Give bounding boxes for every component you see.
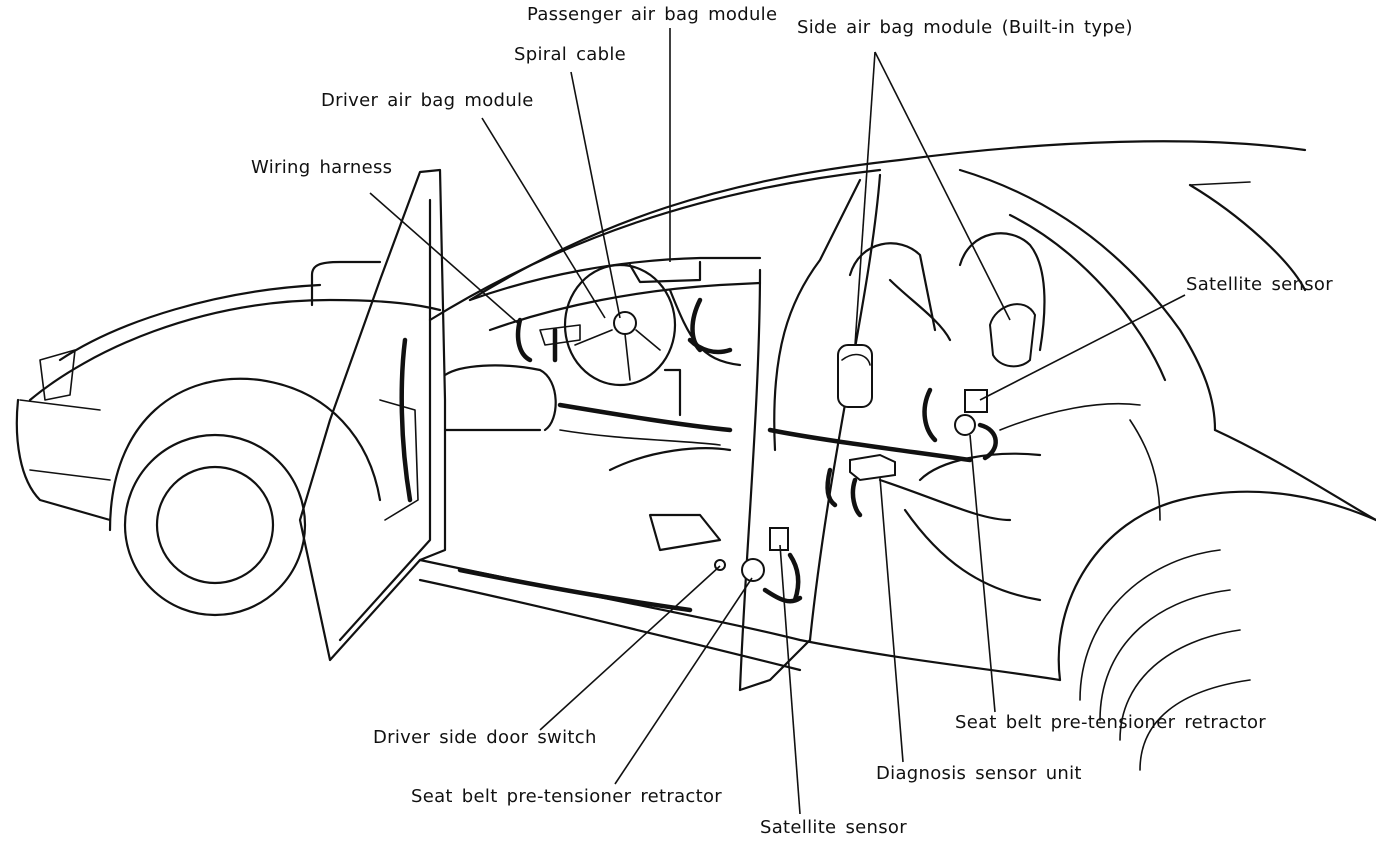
label-satellite-sensor-bottom: Satellite sensor [760, 817, 907, 838]
label-passenger-air-bag-module: Passenger air bag module [527, 4, 778, 25]
label-driver-air-bag-module: Driver air bag module [321, 90, 534, 111]
label-wiring-harness: Wiring harness [251, 157, 393, 178]
car-body [15, 140, 1376, 771]
label-satellite-sensor-rear: Satellite sensor [1186, 274, 1333, 295]
label-side-air-bag-module: Side air bag module (Built-in type) [797, 17, 1133, 38]
label-seat-belt-retractor-front: Seat belt pre-tensioner retractor [411, 786, 722, 807]
label-spiral-cable: Spiral cable [514, 44, 627, 65]
label-driver-side-door-switch: Driver side door switch [373, 727, 597, 748]
leader-lines [369, 28, 1186, 815]
label-diagnosis-sensor-unit: Diagnosis sensor unit [876, 763, 1082, 784]
label-seat-belt-retractor-rear: Seat belt pre-tensioner retractor [955, 712, 1266, 733]
